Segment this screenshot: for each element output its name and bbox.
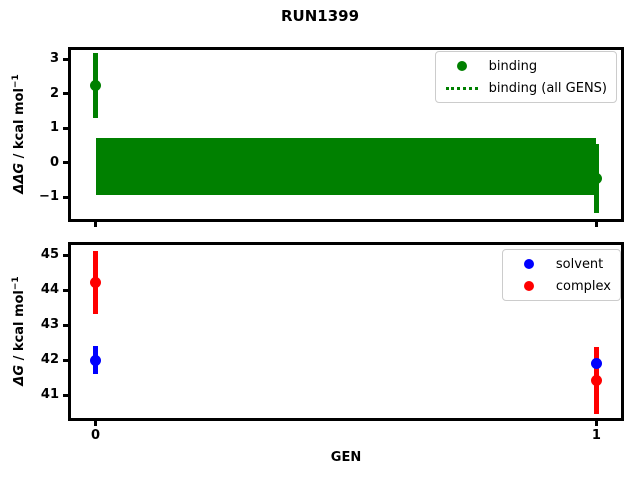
data-point-binding-1 <box>590 172 602 184</box>
y-tick-label-3: 3 <box>49 51 59 67</box>
y-tick-label-45: 45 <box>40 247 59 263</box>
data-point-binding-0 <box>90 79 102 91</box>
legend-row-complex: complex <box>512 275 611 297</box>
y-tick-43 <box>63 323 68 327</box>
top-axes-frame <box>68 47 624 222</box>
legend-dotted-line-icon <box>445 86 479 90</box>
chart-title: RUN1399 <box>280 7 360 25</box>
y-tick-2 <box>63 92 68 96</box>
data-point-solvent-0 <box>90 354 102 366</box>
y-tick--1 <box>63 195 68 199</box>
legend-circle-icon <box>512 259 546 269</box>
legend-label: complex <box>555 278 611 294</box>
y-tick-42 <box>63 358 68 362</box>
x-axis-label: GEN <box>330 450 362 465</box>
x-tick-label-1: 1 <box>591 428 601 443</box>
data-point-complex-0 <box>90 277 102 289</box>
y-tick-label-44: 44 <box>40 282 59 298</box>
x-tick-0 <box>94 421 98 426</box>
legend-circle-icon <box>523 259 534 269</box>
x-tick-0 <box>94 222 98 227</box>
bottom-axes-frame <box>68 242 624 421</box>
legend-label: solvent <box>555 256 604 272</box>
legend-circle-icon <box>523 281 534 291</box>
y-tick-label-43: 43 <box>40 317 59 333</box>
y-tick-3 <box>63 57 68 61</box>
y-tick-label-42: 42 <box>40 352 59 368</box>
y-tick-41 <box>63 393 68 397</box>
y-tick-label-0: 0 <box>49 154 59 170</box>
y-tick-label-2: 2 <box>49 85 59 101</box>
top-legend: binding binding (all GENS) <box>434 51 617 103</box>
y-tick-label-1: 1 <box>49 120 59 136</box>
x-tick-label-0: 0 <box>91 428 101 443</box>
y-tick-label--1: −1 <box>39 189 59 205</box>
y-tick-1 <box>63 126 68 130</box>
legend-row-solvent: solvent <box>512 253 611 275</box>
legend-label: binding (all GENS) <box>488 80 607 96</box>
legend-label: binding <box>488 58 538 74</box>
legend-circle-icon <box>456 61 467 71</box>
legend-dotted-line-icon <box>445 86 478 90</box>
legend-circle-icon <box>512 281 546 291</box>
x-tick-1 <box>594 222 598 227</box>
bottom-legend: solvent complex <box>501 249 621 301</box>
y-tick-0 <box>63 161 68 165</box>
legend-row-binding-all-gens-: binding (all GENS) <box>445 77 607 99</box>
x-tick-1 <box>594 421 598 426</box>
top-y-axis-label-exponent: −1 <box>10 74 21 89</box>
data-point-solvent-1 <box>590 358 602 370</box>
legend-row-binding: binding <box>445 55 607 77</box>
data-point-complex-1 <box>590 375 602 387</box>
y-tick-45 <box>63 253 68 257</box>
y-tick-44 <box>63 288 68 292</box>
bottom-y-axis-label-exponent: −1 <box>10 276 21 291</box>
legend-circle-icon <box>445 61 479 71</box>
band-binding-all-gens- <box>95 138 597 196</box>
y-tick-label-41: 41 <box>40 387 59 403</box>
